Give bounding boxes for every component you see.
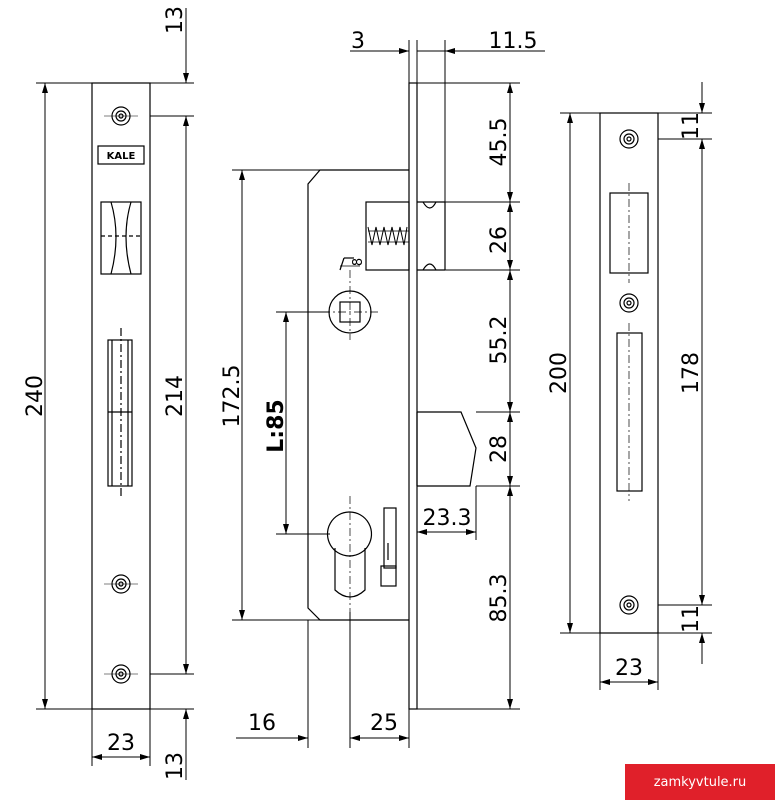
strike-plate <box>599 112 659 634</box>
strike-plate-outline <box>599 112 659 634</box>
dim-11-bottom: 11 <box>679 605 704 633</box>
dim-55-2: 55.2 <box>487 316 512 365</box>
lock-case <box>307 169 409 621</box>
dim-200: 200 <box>547 352 572 394</box>
cam-lever <box>380 507 397 587</box>
lock-dimensions <box>232 40 545 748</box>
dim-23-right: 23 <box>615 656 643 681</box>
faceplate-outline <box>91 82 151 710</box>
kale-logo: KALE <box>97 145 145 165</box>
dim-16: 16 <box>248 711 276 736</box>
left-faceplate <box>91 82 151 710</box>
dim-172-5: 172.5 <box>220 365 245 428</box>
latch-mechanism <box>365 201 446 271</box>
dim-240: 240 <box>23 375 48 417</box>
strike-dimensions <box>560 82 712 690</box>
dim-214: 214 <box>163 375 188 417</box>
dim-11-5: 11.5 <box>489 29 538 54</box>
dim-23-3: 23.3 <box>423 506 472 531</box>
dim-13-bottom: 13 <box>163 752 188 780</box>
strike-screw-hole-bottom <box>619 595 639 615</box>
strike-bolt-opening <box>616 332 643 492</box>
dim-85-3: 85.3 <box>487 574 512 623</box>
dim-23-left: 23 <box>107 731 135 756</box>
dim-26: 26 <box>487 226 512 254</box>
dim-13-top: 13 <box>163 6 188 34</box>
left-dimensions <box>36 8 194 780</box>
dim-11-top: 11 <box>679 112 704 140</box>
bolt-opening <box>107 328 133 498</box>
latch-opening <box>100 201 142 275</box>
kale-logo-text: KALE <box>107 151 136 162</box>
dim-178: 178 <box>679 352 704 394</box>
lock-body <box>290 82 477 710</box>
lock-faceplate <box>408 82 418 710</box>
strike-screw-hole-top <box>619 129 639 149</box>
cylinder-cutout <box>326 496 373 612</box>
dim-45-5: 45.5 <box>487 118 512 167</box>
deadbolt <box>416 411 477 487</box>
dim-spindle-8: 8 <box>351 258 366 266</box>
watermark: zamkyvtule.ru <box>625 764 775 800</box>
dim-28: 28 <box>487 435 512 463</box>
strike-latch-opening <box>609 192 649 274</box>
dim-l85: L:85 <box>264 399 289 452</box>
dim-3: 3 <box>351 29 365 54</box>
dim-25: 25 <box>370 711 398 736</box>
strike-screw-hole-mid <box>619 293 639 313</box>
